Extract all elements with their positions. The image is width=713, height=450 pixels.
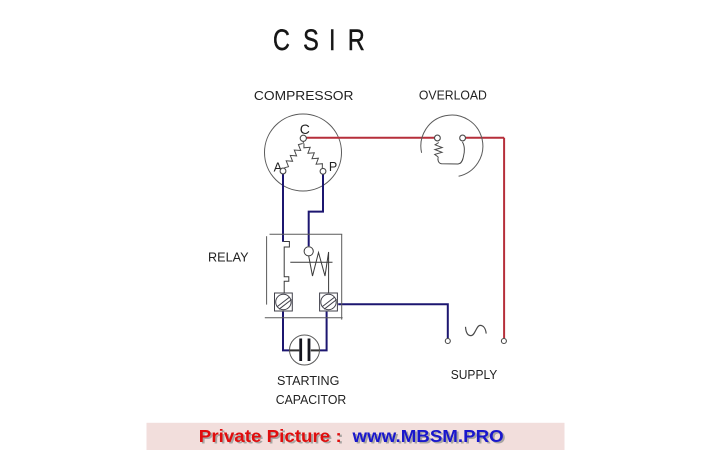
svg-text:www.MBSM.PRO: www.MBSM.PRO — [353, 428, 505, 448]
svg-text:P: P — [329, 160, 337, 174]
svg-text:I: I — [329, 23, 336, 56]
svg-text:STARTING: STARTING — [277, 373, 340, 388]
svg-text:www.MBSM.PRO: www.MBSM.PRO — [351, 426, 503, 446]
svg-text:A: A — [274, 161, 283, 175]
svg-text:COMPRESSOR: COMPRESSOR — [254, 88, 354, 103]
svg-text:RELAY: RELAY — [208, 250, 249, 265]
svg-text:OVERLOAD: OVERLOAD — [419, 88, 487, 103]
svg-text:S: S — [303, 23, 319, 56]
svg-text:C: C — [273, 23, 290, 56]
svg-text:R: R — [348, 23, 365, 56]
svg-text:C: C — [300, 121, 310, 137]
svg-text:Private Picture :: Private Picture : — [201, 428, 344, 448]
svg-text:Private Picture :: Private Picture : — [199, 426, 342, 446]
svg-text:SUPPLY: SUPPLY — [451, 367, 498, 382]
svg-text:CAPACITOR: CAPACITOR — [276, 392, 347, 407]
